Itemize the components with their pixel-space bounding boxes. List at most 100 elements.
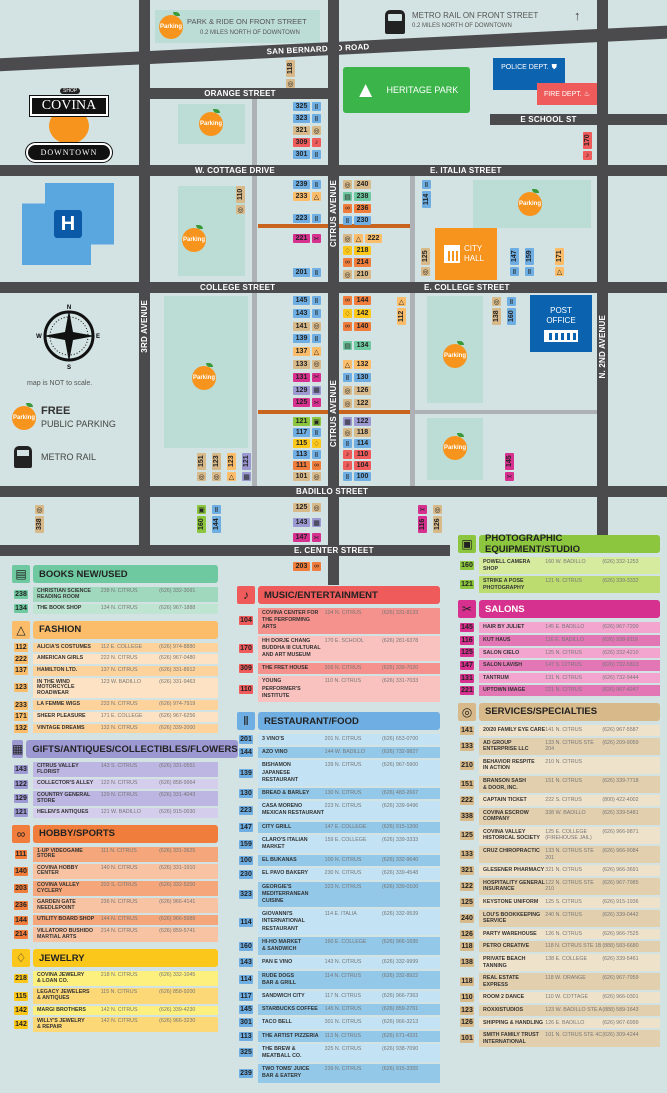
map-marker[interactable]: 123◎ (212, 453, 221, 481)
map-marker[interactable]: ∞214 (343, 258, 382, 267)
map-marker[interactable]: ♢218 (343, 246, 382, 255)
map-marker[interactable]: ◎118 (343, 428, 371, 437)
map-marker[interactable]: 121▣ (293, 417, 321, 426)
map-marker[interactable]: 126◎ (433, 505, 442, 533)
map-marker[interactable]: 170♪ (583, 132, 592, 160)
map-marker[interactable]: 321◎ (293, 126, 321, 135)
map-marker[interactable]: 133◎ (293, 359, 321, 369)
map-marker[interactable]: 143▦ (293, 518, 321, 527)
map-marker[interactable]: 145✂ (505, 453, 514, 481)
map-marker[interactable]: 221✂ (293, 234, 321, 243)
map-marker[interactable]: ◎122 (343, 399, 371, 408)
map-marker[interactable]: ◎240 (343, 180, 371, 189)
map-marker[interactable]: 151◎ (197, 453, 206, 481)
map-marker[interactable]: ◎210 (343, 270, 382, 279)
map-marker[interactable]: 338◎ (35, 505, 44, 533)
map-marker[interactable]: 141◎ (293, 321, 321, 331)
map-marker[interactable]: 171△ (555, 248, 564, 276)
map-marker[interactable]: ◎126 (343, 386, 371, 395)
map-marker[interactable]: 112△ (397, 297, 406, 325)
map-marker[interactable]: 125◎ (293, 503, 321, 512)
map-marker[interactable]: 116✂ (418, 505, 427, 533)
map-marker[interactable]: 309♪ (293, 138, 321, 147)
map-marker[interactable]: ▦122 (343, 417, 371, 426)
map-marker[interactable]: ♪110 (343, 450, 371, 459)
map-marker[interactable]: 138◎ (492, 297, 501, 325)
map-marker[interactable]: ♪104 (343, 461, 371, 470)
map-marker[interactable]: 160▣ (197, 505, 206, 533)
map-marker[interactable]: 125✂ (293, 398, 321, 408)
map-marker[interactable]: 118◎ (286, 60, 295, 88)
map-marker[interactable]: 123△ (227, 453, 236, 481)
map-marker[interactable]: 125◎ (421, 248, 430, 276)
map-marker[interactable]: ▤134 (343, 341, 371, 350)
map-marker[interactable]: 121▦ (242, 453, 251, 481)
map-marker[interactable]: 233△ (293, 192, 321, 201)
